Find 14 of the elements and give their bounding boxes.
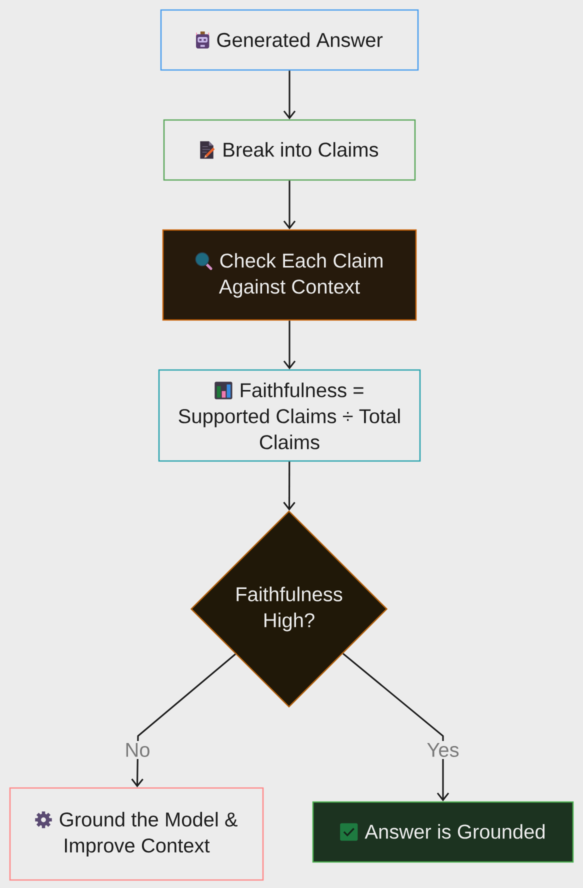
- process-box: Faithfulness = Supported Claims ÷ Total Claims: [158, 369, 421, 462]
- arrow: [342, 652, 450, 802]
- arrow: [131, 653, 236, 788]
- arrow: [283, 462, 296, 511]
- process-box: Ground the Model & Improve Context: [9, 787, 264, 881]
- process-box: Answer is Grounded: [312, 801, 574, 863]
- arrow: [283, 180, 296, 230]
- arrow: [283, 320, 296, 370]
- arrow: [283, 70, 296, 120]
- process-box: Generated Answer: [160, 9, 419, 71]
- process-box: Break into Claims: [163, 119, 416, 181]
- edge-label: No: [122, 741, 152, 759]
- process-box: Check Each Claim Against Context: [162, 229, 417, 321]
- edge-label: Yes: [424, 741, 462, 759]
